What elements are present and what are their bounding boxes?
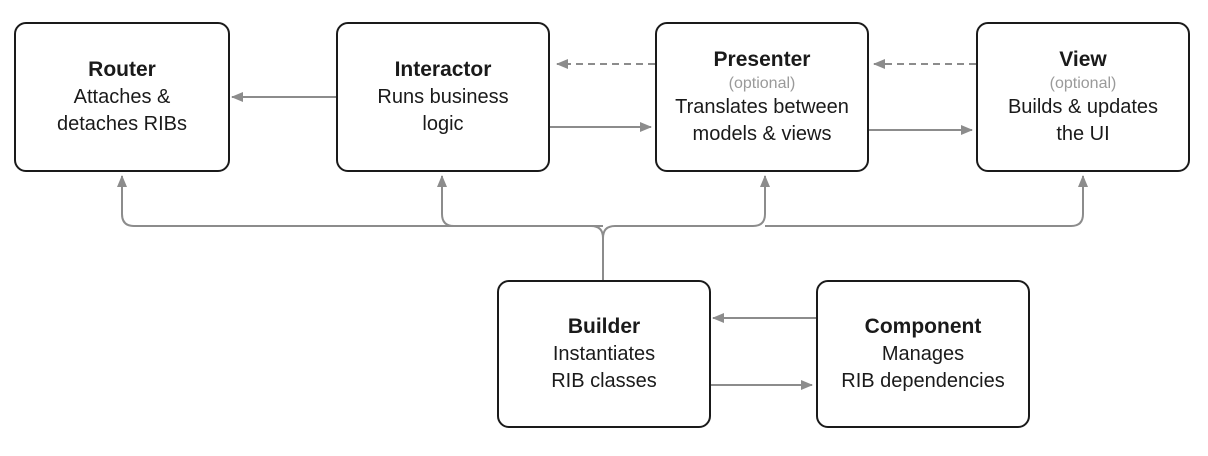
builder-title: Builder (567, 315, 641, 338)
view-optional-label: (optional) (1049, 75, 1117, 92)
component-desc-line1: Manages (881, 343, 965, 365)
view-desc-line2: the UI (1056, 123, 1110, 145)
router-title: Router (88, 58, 156, 81)
presenter-desc-line1: Translates between (675, 96, 849, 118)
view-desc-line1: Builds & updates (1007, 96, 1159, 118)
view-title: View (1059, 48, 1107, 71)
builder-node: Builder Instantiates RIB classes (497, 280, 711, 428)
router-node: Router Attaches & detaches RIBs (14, 22, 230, 172)
edge-builder-to-interactor (437, 175, 603, 227)
builder-desc-line1: Instantiates (552, 343, 656, 365)
presenter-node: Presenter (optional) Translates between … (655, 22, 869, 172)
interactor-desc-line2: logic (422, 113, 464, 135)
view-node: View (optional) Builds & updates the UI (976, 22, 1190, 172)
interactor-node: Interactor Runs business logic (336, 22, 550, 172)
interactor-title: Interactor (394, 58, 492, 81)
component-node: Component Manages RIB dependencies (816, 280, 1030, 428)
presenter-title: Presenter (713, 48, 811, 71)
router-desc-line1: Attaches & (73, 86, 171, 108)
interactor-desc-line1: Runs business (377, 86, 509, 108)
edge-builder-to-view (765, 175, 1088, 227)
component-desc-line2: RIB dependencies (841, 370, 1005, 392)
presenter-optional-label: (optional) (728, 75, 796, 92)
component-title: Component (864, 315, 982, 338)
builder-desc-line2: RIB classes (551, 370, 657, 392)
edge-builder-to-presenter (602, 175, 770, 239)
router-desc-line2: detaches RIBs (56, 113, 188, 135)
edge-builder-bus (121, 176, 604, 280)
presenter-desc-line2: models & views (692, 123, 832, 145)
